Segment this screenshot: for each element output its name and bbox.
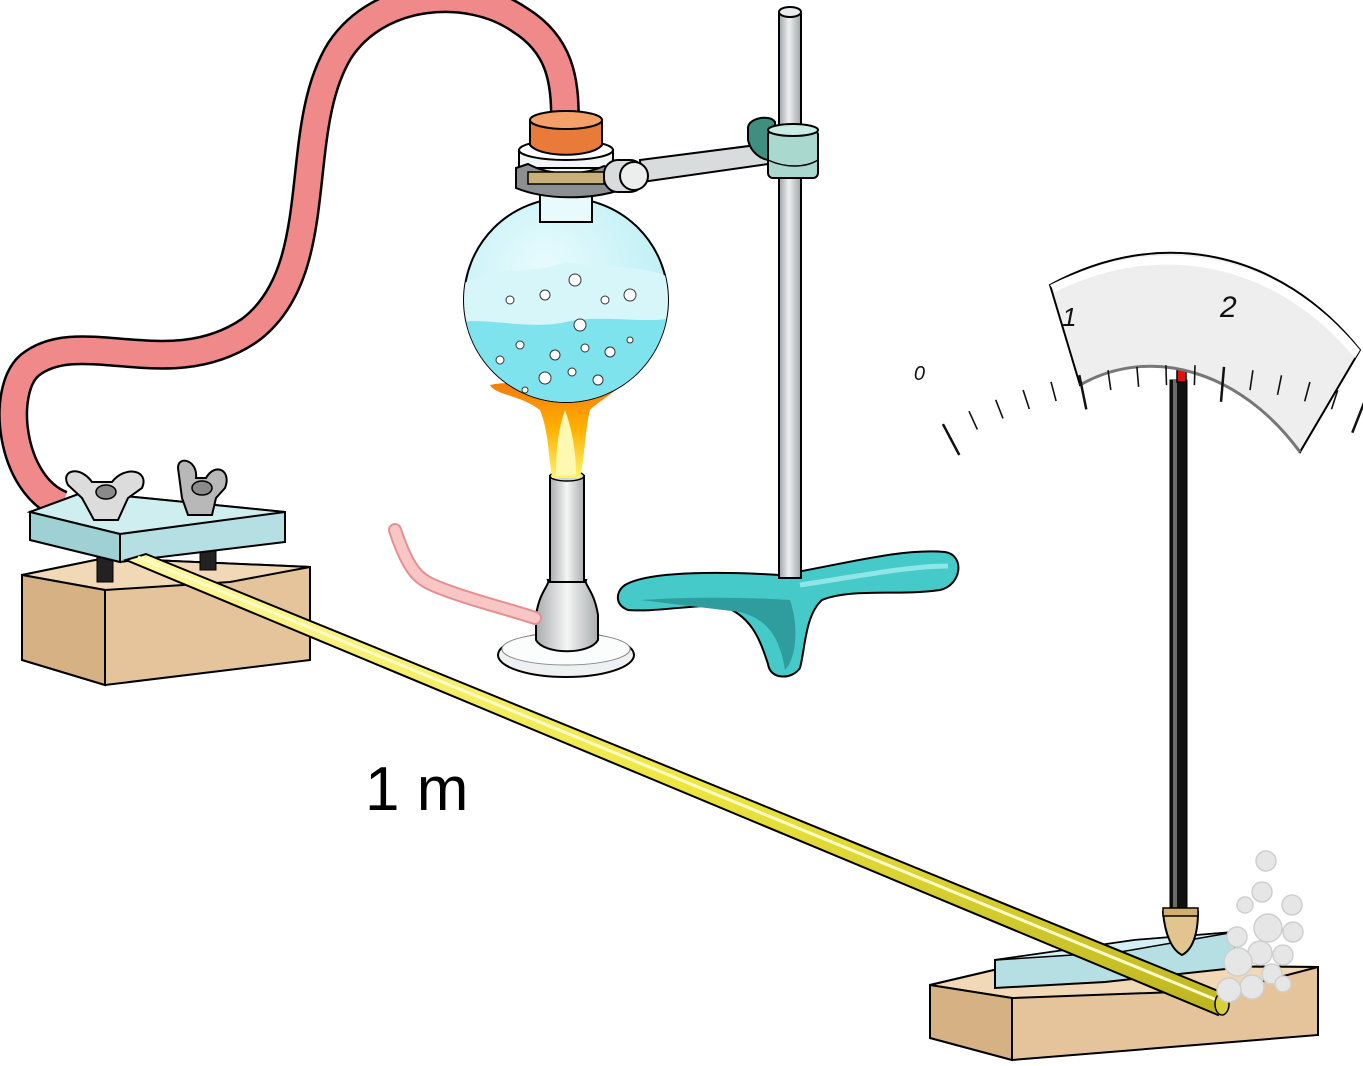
- left-wood-block: [21, 556, 311, 687]
- length-label: 1 m: [365, 755, 468, 824]
- gauge-minor-tick: [1249, 370, 1254, 391]
- gauge-major-tick: [1351, 402, 1363, 434]
- round-bottom-flask: [463, 139, 669, 403]
- stand-base: [616, 550, 960, 678]
- gauge-dial: [1048, 251, 1362, 454]
- gauge-major-tick: [1078, 374, 1088, 410]
- gauge-minor-tick: [968, 410, 979, 430]
- metal-rod: [123, 552, 1230, 1017]
- gauge-minor-tick: [1193, 365, 1196, 386]
- pointer-pivot: [1161, 907, 1200, 957]
- gauge-minor-tick: [1136, 366, 1140, 387]
- wing-nut-right: [176, 459, 228, 516]
- pointer-needle: [1169, 299, 1188, 913]
- gauge-major-tick: [1219, 366, 1226, 402]
- stand-pole: [778, 6, 802, 579]
- gauge-minor-tick: [1022, 389, 1031, 410]
- vapor-puffs: [1216, 850, 1304, 1003]
- bunsen-burner: [497, 470, 635, 678]
- flask-clamp: [515, 159, 649, 199]
- gauge-minor-tick: [1050, 381, 1057, 402]
- wing-nut-left: [65, 470, 145, 521]
- gauge-minor-tick: [1165, 365, 1168, 386]
- gauge-major-tick: [941, 423, 961, 456]
- gauge-minor-tick: [1303, 381, 1311, 402]
- gas-tube: [388, 523, 542, 625]
- gauge-scale: 01234: [914, 291, 1363, 456]
- gauge-minor-tick: [1276, 375, 1283, 396]
- gauge-scale-number: 1: [1062, 302, 1076, 332]
- gauge-minor-tick: [1330, 390, 1339, 410]
- gauge-scale-number: 2: [1219, 291, 1237, 324]
- gauge-scale-number: 0: [914, 363, 925, 385]
- rubber-stopper: [529, 110, 603, 156]
- clamp-arm: [638, 116, 819, 184]
- gauge-minor-tick: [994, 399, 1004, 419]
- gauge-minor-tick: [1107, 370, 1112, 391]
- clamp-plate: [26, 490, 286, 564]
- rubber-hose: [0, 0, 580, 519]
